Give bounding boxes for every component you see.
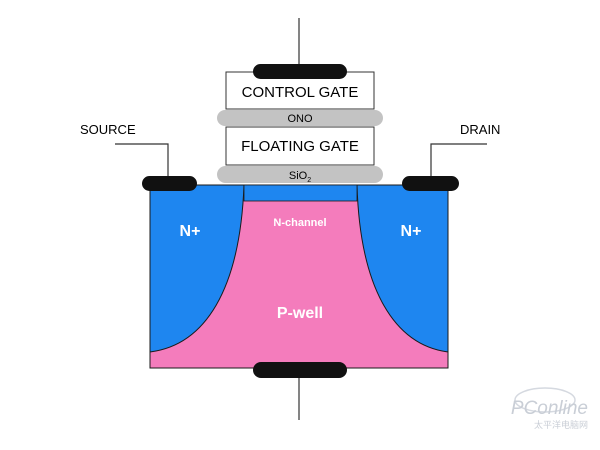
floating-gate-box <box>225 126 375 166</box>
floating-gate-label: FLOATING GATE <box>241 138 359 155</box>
right-n-plus-label: N+ <box>401 223 422 240</box>
watermark-swoosh <box>514 387 576 413</box>
ono-label: ONO <box>287 113 313 125</box>
watermark: PConline 太平洋电脑网 <box>511 387 588 431</box>
sio2-label: SiO2 <box>289 170 311 184</box>
drain-contact <box>402 176 459 191</box>
sio2-layer <box>217 166 383 183</box>
p-well-label: P-well <box>277 305 323 322</box>
ono-layer <box>217 110 383 126</box>
control-gate-contact <box>253 64 347 79</box>
n-channel-label: N-channel <box>273 217 326 229</box>
source-label: SOURCE <box>80 122 136 137</box>
watermark-main: PConline <box>511 398 588 419</box>
left-n-plus-label: N+ <box>180 223 201 240</box>
control-gate-label: CONTROL GATE <box>242 84 359 101</box>
source-contact <box>142 176 197 191</box>
watermark-sub: 太平洋电脑网 <box>534 419 588 431</box>
drain-label: DRAIN <box>460 122 500 137</box>
source-lead <box>115 143 169 178</box>
n-channel-region <box>243 184 358 202</box>
drain-lead <box>430 143 487 178</box>
substrate-contact <box>253 362 347 378</box>
